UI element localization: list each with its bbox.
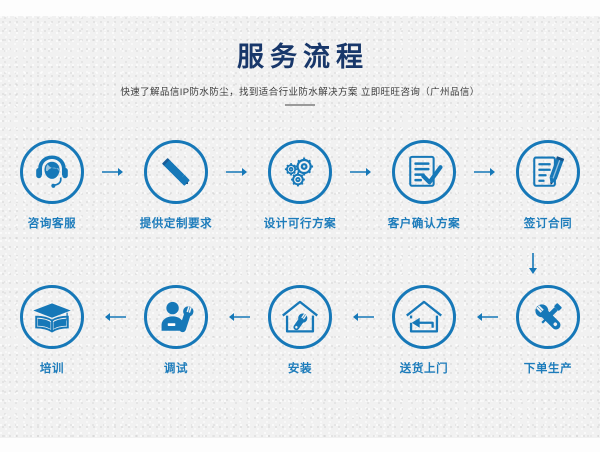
house-delivery-arrow-icon (406, 300, 442, 333)
step-icon-circle (268, 140, 332, 204)
step-provide-custom-requirements[interactable]: 提供定制要求 (131, 140, 221, 231)
step-sign-contract[interactable]: 签订合同 (503, 140, 593, 231)
wrench-screwdriver-icon (535, 303, 562, 330)
house-wrench-icon (282, 300, 318, 333)
step-label: 安装 (287, 363, 313, 375)
step-icon-circle (268, 285, 332, 349)
checklist-check-icon (409, 155, 443, 187)
arrow-left-icon (345, 285, 379, 349)
arrow-right-icon (469, 140, 503, 204)
page-title: 服务流程 (237, 42, 369, 72)
step-consult-customer-service[interactable]: 咨询客服 (7, 140, 97, 231)
step-icon-circle (516, 285, 580, 349)
arrow-left-icon (221, 285, 255, 349)
step-training[interactable]: 培训 (7, 285, 97, 376)
pencil-ruler-icon (162, 158, 190, 186)
arrow-left-icon (469, 285, 503, 349)
arrow-right-icon (221, 140, 255, 204)
process-row-2: 培训 (0, 285, 600, 376)
header: 服务流程 快速了解品信IP防水防尘，找到适合行业防水解决方案 立即旺旺咨询（广州… (0, 44, 600, 106)
arrow-down-icon (523, 252, 543, 278)
step-label: 签订合同 (523, 218, 573, 230)
process-row-1: 咨询客服 (0, 140, 600, 231)
step-installation[interactable]: 安装 (255, 285, 345, 376)
page-subtitle: 快速了解品信IP防水防尘，找到适合行业防水解决方案 立即旺旺咨询（广州品信） (120, 87, 480, 98)
step-debugging[interactable]: 调试 (131, 285, 221, 376)
headset-support-icon (36, 155, 68, 188)
document-pen-icon (533, 156, 565, 187)
step-label: 下单生产 (523, 363, 573, 375)
arrow-right-icon (97, 140, 131, 204)
step-order-production[interactable]: 下单生产 (503, 285, 593, 376)
step-label: 客户确认方案 (387, 218, 461, 230)
step-icon-circle (20, 140, 84, 204)
step-home-delivery[interactable]: 送货上门 (379, 285, 469, 376)
step-label: 咨询客服 (27, 218, 77, 230)
step-design-feasible-plan[interactable]: 设计可行方案 (255, 140, 345, 231)
step-customer-confirm-plan[interactable]: 客户确认方案 (379, 140, 469, 231)
bottom-white-band (0, 438, 600, 452)
arrow-right-icon (345, 140, 379, 204)
gears-icon (284, 157, 314, 187)
technician-wrench-icon (161, 301, 194, 333)
step-icon-circle (392, 285, 456, 349)
step-label: 送货上门 (399, 363, 449, 375)
step-icon-circle (20, 285, 84, 349)
step-icon-circle (392, 140, 456, 204)
step-icon-circle (144, 285, 208, 349)
step-label: 提供定制要求 (139, 218, 213, 230)
step-label: 调试 (163, 363, 189, 375)
step-icon-circle (144, 140, 208, 204)
step-label: 设计可行方案 (263, 218, 337, 230)
step-label: 培训 (39, 363, 65, 375)
top-white-band (0, 0, 600, 16)
title-underline-rule (285, 104, 315, 106)
step-icon-circle (516, 140, 580, 204)
arrow-left-icon (97, 285, 131, 349)
graduation-cap-book-icon (33, 303, 71, 333)
